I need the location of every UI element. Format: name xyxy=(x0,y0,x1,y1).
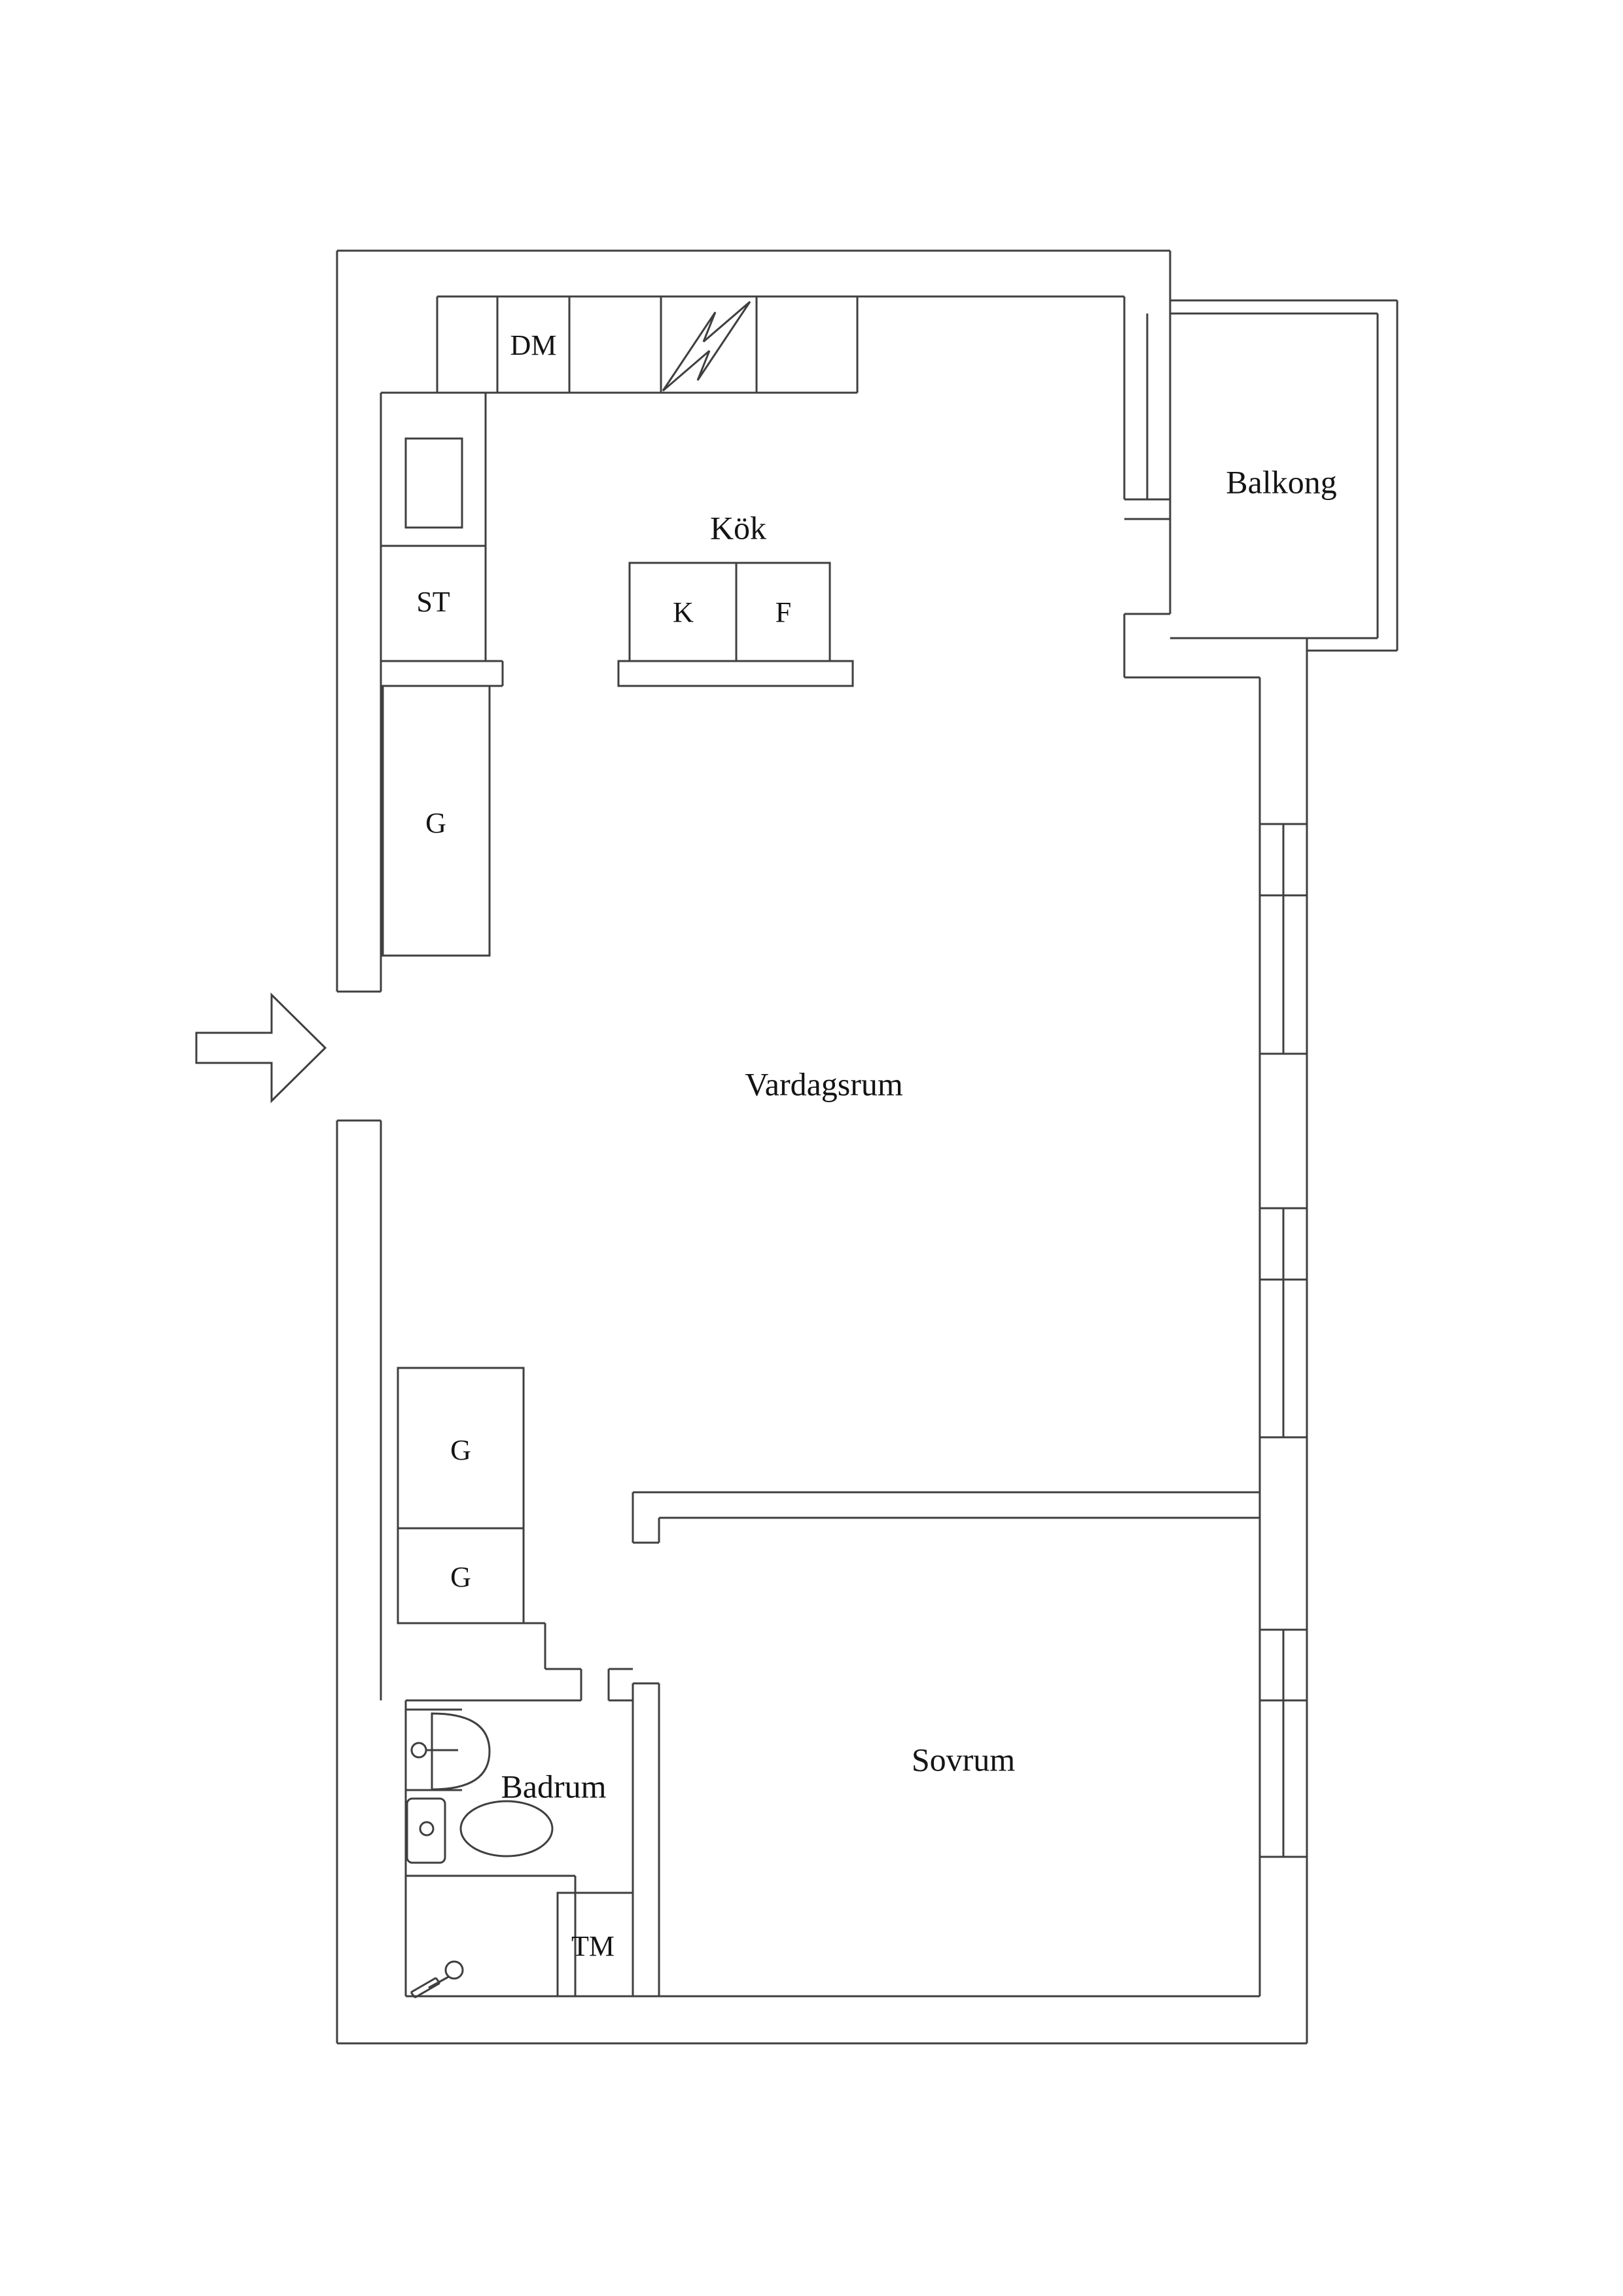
sink-bowl xyxy=(431,1712,491,1791)
lightning-bolt xyxy=(662,300,751,392)
room-label-vardagsrum: Vardagsrum xyxy=(745,1066,903,1102)
toilet-bowl xyxy=(459,1800,554,1857)
fixture-label-g3: G xyxy=(450,1561,471,1593)
shaft-box xyxy=(404,437,463,529)
room-label-sovrum: Sovrum xyxy=(912,1741,1015,1778)
squeegee-blade xyxy=(410,1977,441,1999)
squeegee-head xyxy=(444,1960,464,1980)
toilet-tank xyxy=(406,1797,446,1864)
room-label-balkong: Balkong xyxy=(1226,463,1336,500)
washer-tm xyxy=(556,1892,634,1998)
room-label-badrum: Badrum xyxy=(501,1768,606,1804)
wardrobe-g1 xyxy=(382,685,491,957)
room-label-kok: Kök xyxy=(710,509,766,546)
fixture-label-dm: DM xyxy=(510,329,557,361)
fixture-label-tm: TM xyxy=(571,1930,615,1962)
fixture-label-st: ST xyxy=(416,586,450,618)
wardrobe-g3 xyxy=(397,1527,525,1624)
fixture-label-f: F xyxy=(776,596,791,628)
fixture-label-k: K xyxy=(673,596,694,628)
fixture-label-g2: G xyxy=(450,1434,471,1466)
kf-plinth xyxy=(617,660,854,687)
faucet-knob xyxy=(410,1742,427,1759)
toilet-button xyxy=(419,1821,435,1837)
fixture-label-g1: G xyxy=(425,807,446,839)
entry-arrow xyxy=(195,992,327,1103)
